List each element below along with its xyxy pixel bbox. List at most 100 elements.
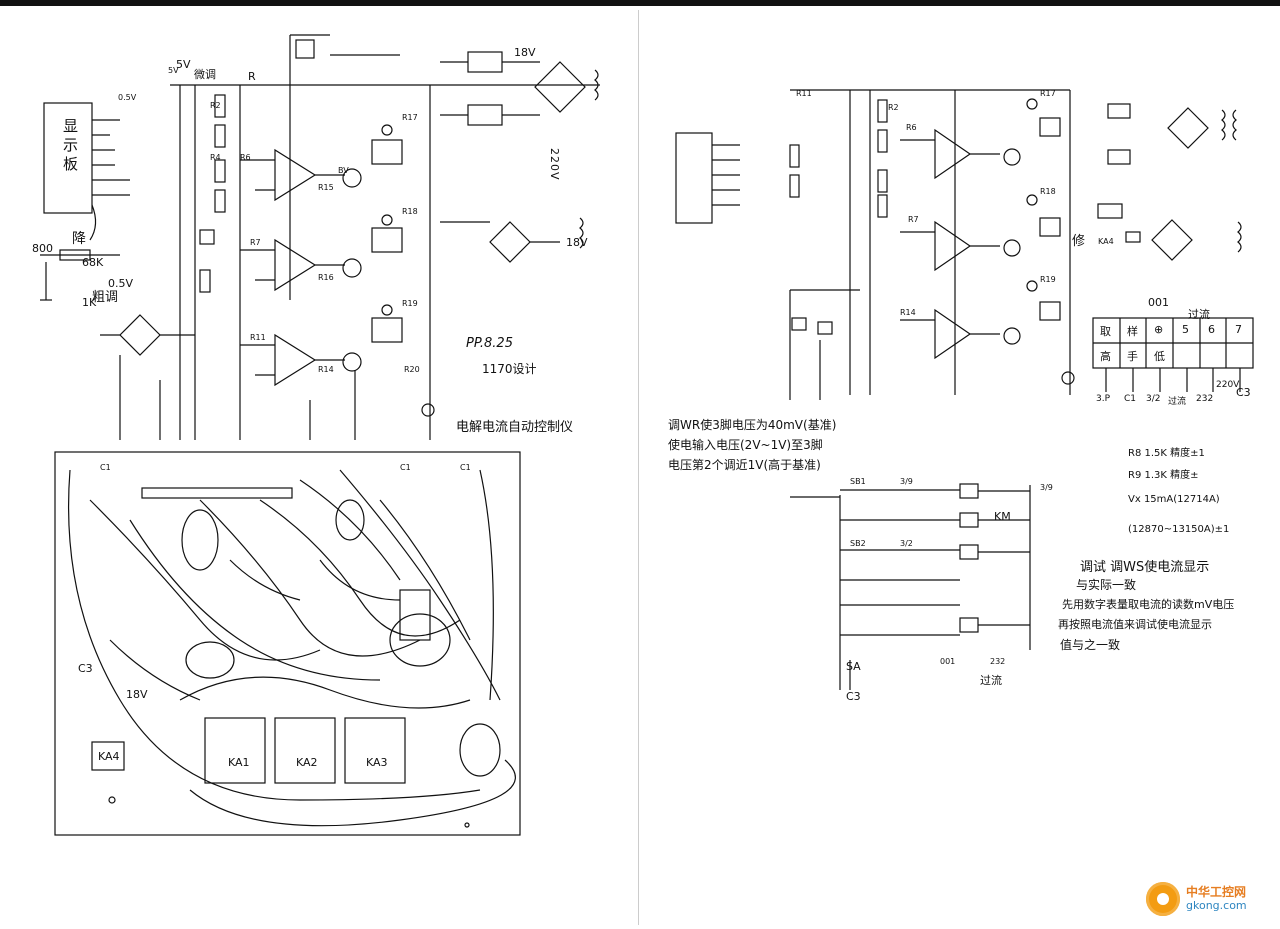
- svg-text:C1: C1: [100, 463, 111, 472]
- ladder-overflow: 过流: [980, 674, 1002, 687]
- table-f-0: 3.P: [1096, 394, 1111, 404]
- svg-text:R16: R16: [318, 273, 334, 282]
- table-h-0: 取: [1100, 325, 1111, 338]
- display-board-label: 显示板: [61, 118, 79, 175]
- right-connector-block: [675, 132, 713, 224]
- table-h-5: 7: [1235, 323, 1242, 336]
- svg-text:R11: R11: [250, 333, 266, 342]
- svg-text:R6: R6: [906, 123, 917, 132]
- procedure-2: 与实际一致: [1076, 578, 1137, 592]
- procedure-4: 再按照电流值来调试使电流显示: [1058, 618, 1212, 631]
- spec-4: (12870~13150A)±1: [1128, 524, 1230, 535]
- right-c3: C3: [1236, 386, 1251, 399]
- svg-text:R19: R19: [402, 299, 418, 308]
- label-ka3: KA3: [366, 756, 388, 769]
- opamp-1: [274, 148, 317, 202]
- svg-text:BV: BV: [338, 166, 349, 175]
- procedure-1: 调试 调WS使电流显示: [1080, 560, 1210, 575]
- svg-text:R7: R7: [250, 238, 261, 247]
- svg-text:3/2: 3/2: [900, 539, 913, 548]
- svg-text:R2: R2: [210, 101, 221, 110]
- gkong-watermark: 中华工控网 gkong.com: [1146, 876, 1270, 922]
- procedure-5: 值与之一致: [1060, 638, 1121, 652]
- gear-icon: [1146, 882, 1180, 916]
- svg-text:R18: R18: [1040, 187, 1056, 196]
- table-h-2: ⊕: [1154, 323, 1164, 336]
- svg-text:R6: R6: [240, 153, 251, 162]
- table-f-1: C1: [1124, 394, 1137, 404]
- table-f-2: 3/2: [1146, 394, 1161, 404]
- bridge-rectifier-left: [119, 314, 161, 356]
- spec-3: Vx 15mA(12714A): [1128, 494, 1220, 505]
- table-r-1: 手: [1127, 350, 1138, 363]
- svg-text:R7: R7: [908, 215, 919, 224]
- label-1k: 1K: [82, 296, 97, 309]
- bridge-rectifier-mid: [489, 221, 531, 263]
- right-220v: 220V: [1216, 380, 1240, 390]
- svg-text:C1: C1: [400, 463, 411, 472]
- table-f-3: 过流: [1168, 397, 1187, 407]
- label-68k: 68K: [82, 256, 104, 269]
- ladder-c3: C3: [846, 690, 861, 703]
- design-note: 1170设计: [482, 362, 537, 376]
- svg-text:R11: R11: [796, 89, 812, 98]
- label-fine: 微调: [194, 68, 216, 81]
- svg-text:SB2: SB2: [850, 539, 866, 548]
- svg-text:R20: R20: [404, 365, 420, 374]
- table-r-2: 低: [1154, 350, 1165, 363]
- regulator-7805-a: [467, 51, 503, 73]
- right-note-1: 调WR使3脚电压为40mV(基准): [668, 418, 837, 432]
- svg-text:R15: R15: [318, 183, 334, 192]
- ladder-km: KM: [994, 510, 1011, 523]
- right-note-3: 电压第2个调近1V(高于基准): [668, 458, 821, 472]
- svg-text:R4: R4: [210, 153, 221, 162]
- label-18v-mid: 18V: [566, 236, 588, 249]
- label-pcb-18v: 18V: [126, 688, 148, 701]
- table-f-4: 232: [1196, 394, 1214, 404]
- svg-text:3/9: 3/9: [900, 477, 913, 486]
- svg-text:R18: R18: [402, 207, 418, 216]
- svg-text:232: 232: [990, 657, 1005, 666]
- right-fix: 修: [1072, 234, 1086, 249]
- spec-2: R9 1.3K 精度±: [1128, 470, 1199, 481]
- opamp-2: [274, 238, 317, 292]
- right-overflow: 过流: [1188, 308, 1210, 321]
- label-05v: 0.5V: [108, 277, 134, 290]
- right-bridge-mid: [1151, 219, 1193, 261]
- pcb-outline: [54, 451, 521, 836]
- opamp-3: [274, 333, 317, 387]
- label-220v: 220V: [548, 148, 561, 181]
- label-800: 800: [32, 242, 53, 255]
- table-h-4: 6: [1208, 323, 1215, 336]
- svg-text:R14: R14: [318, 365, 334, 374]
- bridge-rectifier-top: [534, 61, 586, 113]
- table-h-3: 5: [1182, 323, 1189, 336]
- table-h-1: 样: [1127, 325, 1138, 338]
- label-r: R: [248, 70, 256, 83]
- svg-text:5V: 5V: [168, 66, 179, 75]
- regulator-7805-b: [467, 104, 503, 126]
- svg-text:R17: R17: [1040, 89, 1056, 98]
- left-title: 电解电流自动控制仪: [456, 420, 574, 435]
- svg-text:0.5V: 0.5V: [118, 93, 137, 102]
- label-drop: 降: [72, 231, 86, 247]
- right-note-2: 使电输入电压(2V~1V)至3脚: [668, 438, 823, 452]
- designer-mark: PP.8.25: [466, 336, 513, 351]
- svg-text:001: 001: [940, 657, 955, 666]
- svg-text:3/9: 3/9: [1040, 483, 1053, 492]
- svg-text:C1: C1: [460, 463, 471, 472]
- label-ka1: KA1: [228, 756, 250, 769]
- procedure-3: 先用数字表量取电流的读数mV电压: [1062, 598, 1235, 611]
- label-18v-top: 18V: [514, 46, 536, 59]
- svg-text:R19: R19: [1040, 275, 1056, 284]
- label-5v: 5V: [176, 58, 191, 71]
- watermark-en: gkong.com: [1186, 899, 1247, 912]
- display-board-box: [43, 102, 93, 214]
- right-opamp-2: [934, 220, 972, 272]
- svg-text:R2: R2: [888, 103, 899, 112]
- right-opamp-3: [934, 308, 972, 360]
- svg-text:KA4: KA4: [1098, 237, 1114, 246]
- table-r-0: 高: [1100, 350, 1111, 363]
- scan-top-border: [0, 0, 1280, 6]
